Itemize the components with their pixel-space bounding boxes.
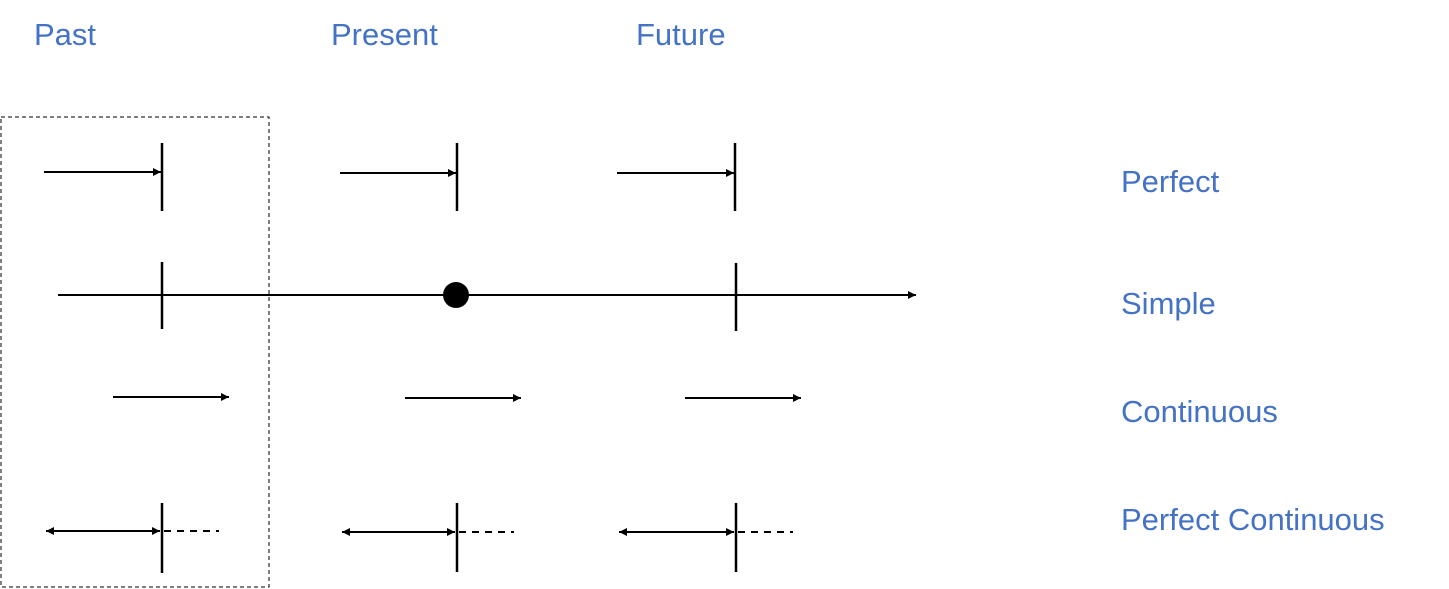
simple-row	[58, 262, 916, 331]
perfect-continuous-future-mark	[619, 503, 793, 572]
aspect-label-perfect: Perfect	[1121, 164, 1220, 199]
aspect-label-simple: Simple	[1121, 286, 1216, 321]
continuous-row	[113, 393, 801, 402]
perfect-future-mark	[617, 143, 737, 211]
tense-label-future: Future	[636, 17, 726, 52]
aspect-label-perfect-continuous: Perfect Continuous	[1121, 502, 1385, 537]
perfect-row	[44, 143, 737, 211]
tense-label-present: Present	[331, 17, 438, 52]
tense-label-past: Past	[34, 17, 97, 52]
perfect-present-mark	[340, 143, 459, 211]
perfect-past-mark	[44, 143, 164, 211]
perfect-continuous-present-mark	[342, 503, 514, 572]
perfect-continuous-past-mark	[46, 503, 219, 573]
perfect-continuous-row	[46, 503, 793, 573]
aspect-label-continuous: Continuous	[1121, 394, 1278, 429]
past-column-highlight-box	[0, 116, 270, 588]
present-moment-dot	[443, 282, 469, 308]
